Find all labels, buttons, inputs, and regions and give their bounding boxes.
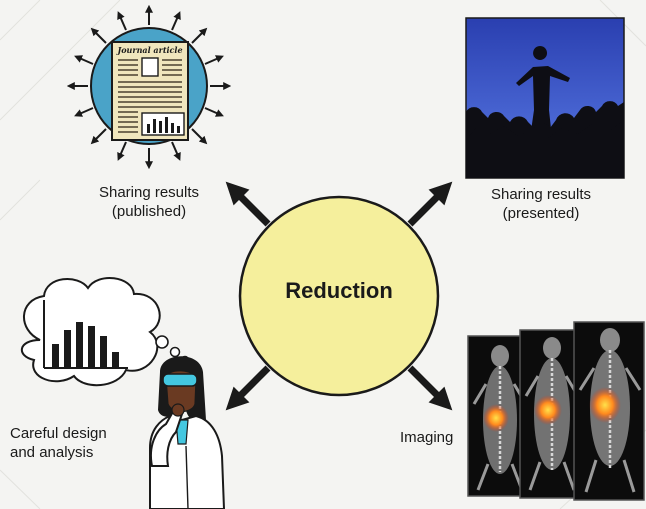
scan-panel-2 <box>519 329 583 499</box>
center-label: Reduction <box>285 278 393 303</box>
imaging-illustration <box>467 321 645 501</box>
journal-text-lines <box>118 59 182 133</box>
caption-published: Sharing results (published) <box>84 183 214 221</box>
caption-imaging: Imaging <box>400 429 454 446</box>
caption-design-line1: Careful design <box>10 425 107 442</box>
arrow-to-imaging <box>407 365 453 411</box>
coat-seam <box>185 445 189 509</box>
caption-published-line2: (published) <box>111 203 187 220</box>
journal-radiating-arrows <box>66 4 232 170</box>
scientist-illustration <box>149 356 226 509</box>
arrow-to-design <box>225 365 271 411</box>
thought-bar-chart <box>43 300 128 369</box>
caption-published-line1: Sharing results <box>98 184 200 201</box>
arrow-to-published <box>225 181 271 227</box>
thought-dot-large <box>155 335 169 349</box>
journal-figure-box <box>141 57 159 77</box>
scientist-goggles <box>162 373 198 387</box>
presentation-illustration <box>465 17 625 179</box>
caption-design: Careful design and analysis <box>10 424 140 462</box>
caption-presented-line1: Sharing results <box>490 186 592 203</box>
scientist-hand <box>171 403 185 417</box>
caption-design-line2: and analysis <box>10 444 94 461</box>
journal-title: Journal article <box>115 45 182 55</box>
audience-shoulders <box>466 120 624 178</box>
thought-bubble <box>21 276 190 387</box>
scan-panel-3 <box>573 321 645 501</box>
arrow-to-presented <box>407 181 453 227</box>
caption-presented: Sharing results (presented) <box>476 185 606 223</box>
caption-presented-line2: (presented) <box>502 205 580 222</box>
main-arrows <box>225 181 453 411</box>
speaker-silhouette <box>516 46 570 138</box>
journal-mini-bars <box>147 117 180 133</box>
reduction-circle <box>238 195 440 397</box>
journal-article-illustration: Journal article <box>66 4 232 170</box>
thought-dot-medium <box>169 346 181 358</box>
